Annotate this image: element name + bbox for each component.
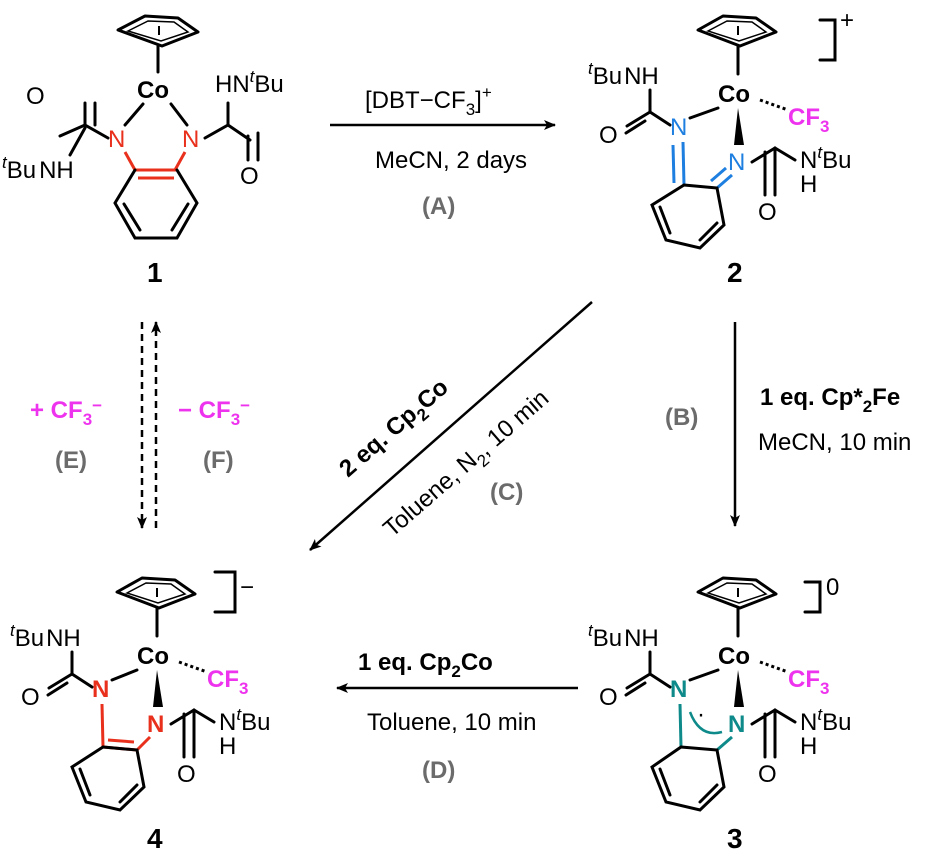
- step-b-conditions: MeCN, 10 min: [758, 429, 911, 456]
- step-b: (B) 1 eq. Cp*2Fe MeCN, 10 min: [665, 322, 911, 527]
- cp-ring-icon: [116, 14, 200, 48]
- step-c: 2 eq. Cp2Co Toluene, N2, 10 min (C): [309, 301, 593, 551]
- nh-left-label: tBuNH: [10, 621, 81, 652]
- metal-label: Co: [718, 643, 750, 670]
- n-right-label: N: [147, 711, 164, 738]
- o-right-label: O: [177, 761, 196, 788]
- compound-number: 4: [147, 823, 163, 854]
- step-e-text: + CF3−: [30, 396, 102, 429]
- cp-ring-icon: [115, 576, 197, 610]
- compound-2: + Co CF3 N N O tBuNH O NtBu H 2: [588, 7, 854, 288]
- step-d: 1 eq. Cp2Co Toluene, 10 min (D): [336, 649, 578, 784]
- o-left-label: O: [599, 684, 618, 711]
- compound-3: 0 Co CF3 N N · O tBuNH O NtBu H 3: [588, 574, 851, 854]
- charge-label: 0: [826, 574, 839, 601]
- metal-label: Co: [137, 77, 169, 104]
- step-f-label: (F): [203, 447, 234, 474]
- h-label: H: [800, 733, 817, 760]
- n-left-label: N: [670, 676, 687, 703]
- step-e-f: + CF3− (E) − CF3− (F): [30, 321, 250, 529]
- radical-dot: ·: [697, 701, 705, 728]
- o-right-label: O: [758, 761, 777, 788]
- compound-number: 1: [147, 257, 163, 288]
- cp-ring-icon: [696, 14, 778, 48]
- hn-right-label: HNtBu: [215, 67, 284, 98]
- o-left-label: O: [21, 684, 40, 711]
- cf3-label: CF3: [788, 666, 829, 698]
- o-left-label: O: [26, 83, 45, 110]
- step-d-conditions: Toluene, 10 min: [367, 709, 536, 736]
- o-left-label: O: [599, 122, 618, 149]
- nh-left-label: tBuNH: [588, 59, 659, 90]
- cp-ring-icon: [696, 576, 778, 610]
- step-a-reagent: [DBT−CF3]+: [365, 83, 492, 119]
- step-e-label: (E): [55, 447, 87, 474]
- compound-number: 2: [727, 257, 743, 288]
- o-right-label: O: [240, 163, 259, 190]
- cf3-label: CF3: [788, 104, 829, 136]
- compound-number: 3: [727, 823, 743, 854]
- n-right-label: N: [728, 149, 745, 176]
- cf3-label: CF3: [207, 666, 248, 698]
- step-a: [DBT−CF3]+ MeCN, 2 days (A): [330, 83, 556, 220]
- step-d-reagent: 1 eq. Cp2Co: [358, 649, 493, 681]
- step-b-label: (B): [665, 404, 698, 431]
- metal-label: Co: [718, 81, 750, 108]
- metal-label: Co: [137, 643, 169, 670]
- step-b-reagent: 1 eq. Cp*2Fe: [760, 384, 900, 416]
- step-a-label: (A): [422, 193, 455, 220]
- nh-left-label: tBuNH: [588, 621, 659, 652]
- n-right-label: N: [182, 126, 199, 153]
- h-label: H: [800, 171, 817, 198]
- step-c-label: (C): [490, 479, 523, 506]
- nh-right-label: NtBu: [219, 705, 270, 736]
- o-right-label: O: [758, 199, 777, 226]
- nh-right-label: NtBu: [800, 143, 851, 174]
- h-label: H: [219, 733, 236, 760]
- n-left-label: N: [108, 126, 125, 153]
- n-left-label: N: [670, 114, 687, 141]
- step-f-text: − CF3−: [178, 396, 250, 429]
- charge-label: −: [240, 574, 254, 601]
- n-left-label: N: [92, 676, 109, 703]
- compound-4: − Co CF3 N N O tBuNH O NtBu H 4: [10, 570, 270, 854]
- step-d-label: (D): [422, 757, 455, 784]
- charge-label: +: [840, 7, 854, 34]
- n-right-label: N: [728, 711, 745, 738]
- arrow-c: [309, 301, 593, 551]
- step-a-conditions: MeCN, 2 days: [375, 147, 527, 174]
- nh-right-label: NtBu: [800, 705, 851, 736]
